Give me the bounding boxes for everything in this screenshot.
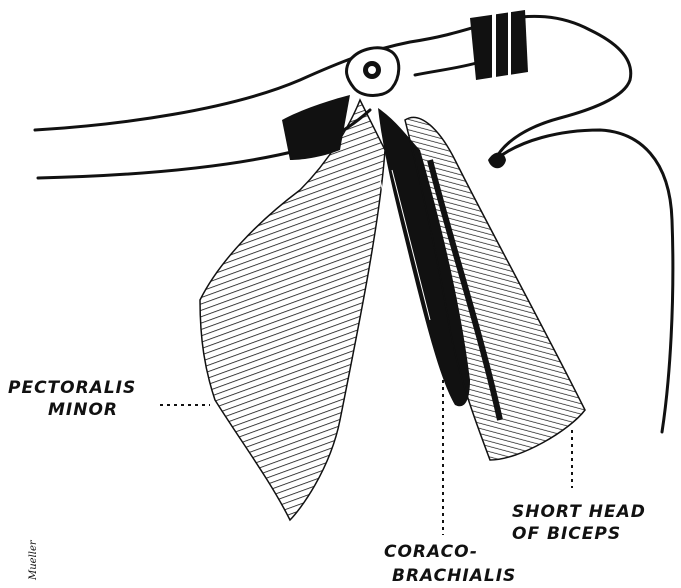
label-short-head-line2: OF BICEPS <box>512 524 621 544</box>
label-short-head-line1: SHORT HEAD <box>512 502 646 522</box>
coracoid-process <box>347 48 399 96</box>
label-coraco-line1: CORACO- <box>384 542 478 562</box>
acromion-band <box>470 10 528 82</box>
scapula-notch <box>488 153 506 169</box>
label-pectoralis-minor-line1: PECTORALIS <box>8 378 136 398</box>
artist-signature: Mueller <box>28 540 39 580</box>
pectoralis-minor-muscle <box>200 95 385 520</box>
label-coraco-line2: BRACHIALIS <box>392 566 516 586</box>
label-pectoralis-minor-line2: MINOR <box>48 400 118 420</box>
